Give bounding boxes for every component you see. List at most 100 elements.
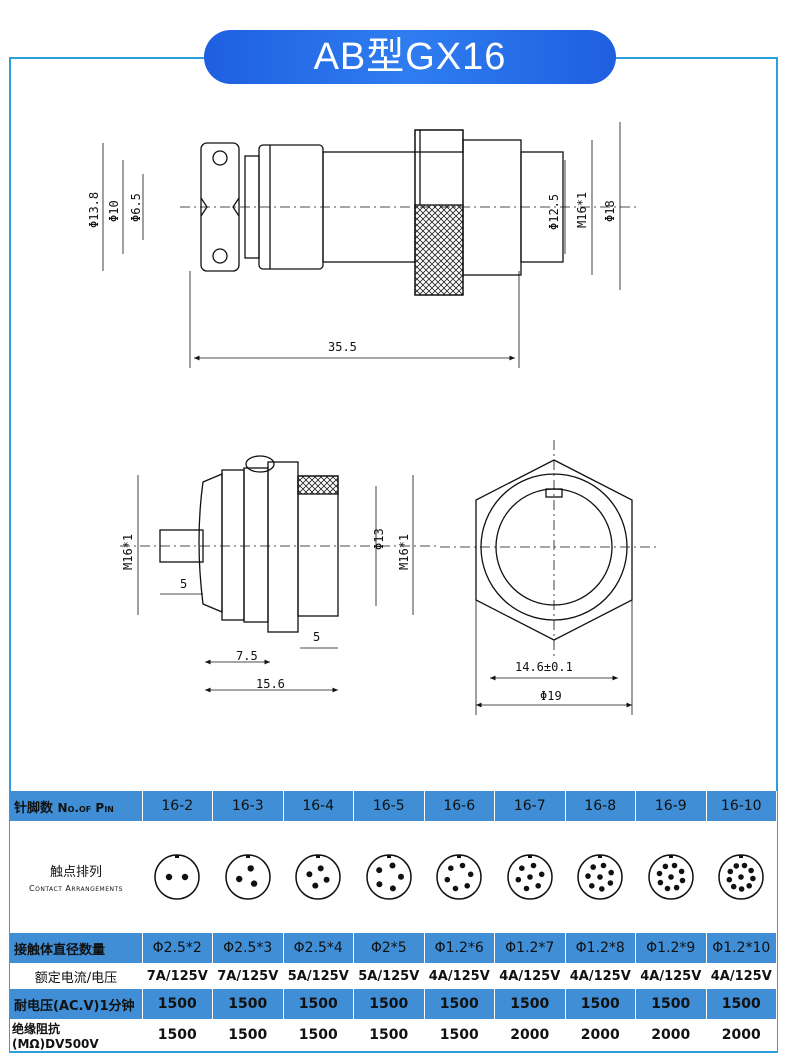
contact-diagram [142,821,213,933]
pin-arrangement-icon [577,854,623,900]
contact-pin [657,879,663,886]
contact-pin [464,883,471,889]
pin-model: 16-2 [142,791,213,821]
voltage-cell: 1500 [494,989,566,1019]
voltage-cell: 1500 [142,989,213,1019]
contact-pin [306,871,313,878]
pin-arrangement-icon [436,854,482,900]
contact-pin [664,885,671,892]
contact-pin [750,875,756,882]
contact-pin [585,873,592,879]
pin-arrangement-icon [507,854,553,900]
contact-pin [673,884,680,891]
contact-pin [671,862,678,869]
diameter-cell: Φ1.2*9 [635,933,707,963]
side-view-dims: M16*1 Φ13 M16*1 5 7.5 5 15.6 [121,528,411,691]
contact-pin [678,868,685,875]
voltage-cell: 1500 [353,989,425,1019]
top-view-dims: Φ13.8 Φ10 Φ6.5 Φ12.5 M16*1 Φ18 35.5 [87,192,617,354]
voltage-cell: 1500 [283,989,354,1019]
contact-diagram [494,821,565,933]
pin-arrangement-icon [295,854,341,900]
contact-pin [608,869,615,876]
rating-cell: 5A/125V [353,963,424,989]
contact-pin [738,874,745,880]
contact-pin [727,868,734,875]
dim-label: 15.6 [256,677,285,691]
contact-diagram [212,821,283,933]
insulation-cell: 1500 [142,1019,213,1051]
diameter-cell: Φ1.2*6 [424,933,495,963]
insulation-cell: 2000 [494,1019,565,1051]
contact-pin [518,865,525,871]
insulation-cell: 1500 [212,1019,283,1051]
insulation-cell: 2000 [635,1019,706,1051]
diameter-row: 接触体直径数量 Φ2.5*2 Φ2.5*3 Φ2.5*4 Φ2*5 Φ1.2*6… [10,933,777,963]
rating-cell: 5A/125V [283,963,354,989]
diameter-label: 接触体直径数量 [10,933,143,963]
withstand-voltage-row: 耐电压(AC.V)1分钟 1500 1500 1500 1500 1500 15… [10,989,777,1019]
insulation-cell: 2000 [706,1019,777,1051]
contact-pin [312,882,319,889]
rating-cell: 4A/125V [706,963,777,989]
contact-pin [389,885,396,892]
contact-pin [317,865,324,872]
dim-label: 7.5 [236,649,258,663]
top-view [102,122,640,368]
rating-cell: 7A/125V [142,963,213,989]
dim-label: M16*1 [575,192,589,228]
insulation-label: 绝缘阻抗(MΩ)DV500V [10,1019,142,1051]
dim-label: M16*1 [121,534,135,570]
contact-pin [166,873,173,881]
contact-pin [448,865,454,871]
pin-model: 16-3 [212,791,284,821]
dim-label: Φ13 [372,528,386,550]
contact-pin [656,870,663,877]
rating-label: 额定电流/电压 [10,963,142,989]
dim-label: Φ10 [107,200,121,222]
contact-pin [733,863,740,869]
technical-drawing: Φ13.8 Φ10 Φ6.5 Φ12.5 M16*1 Φ18 35.5 M16*… [87,122,660,715]
contact-pin [323,876,330,883]
page-title: AB型GX16 [204,30,616,84]
contact-diagram [565,821,636,933]
contact-pin [538,871,545,878]
pin-count-label: 针脚数 No.of Pin [10,791,143,821]
dim-label: 5 [313,630,320,644]
voltage-cell: 1500 [635,989,707,1019]
contact-pin [741,862,748,869]
rating-cell: 7A/125V [212,963,283,989]
pin-model: 16-10 [706,791,777,821]
front-view-dims: 14.6±0.1 Φ19 [515,660,573,703]
dim-label: Φ6.5 [129,193,143,222]
contact-pin [590,864,597,870]
contact-diagram [283,821,354,933]
contact-pin [589,883,595,889]
diameter-cell: Φ1.2*7 [494,933,566,963]
rating-cell: 4A/125V [635,963,706,989]
contact-pin [376,881,383,888]
contact-pin [452,885,459,892]
contact-pin [459,862,466,869]
voltage-cell: 1500 [424,989,495,1019]
contact-pin [375,867,382,874]
dim-label: 35.5 [328,340,357,354]
insulation-row: 绝缘阻抗(MΩ)DV500V 1500 1500 1500 1500 1500 … [10,1019,777,1051]
contact-diagram [424,821,495,933]
contact-pin [600,862,607,869]
dim-label: Φ12.5 [547,194,561,230]
contact-pin [247,865,254,872]
contact-pin [739,886,745,892]
diameter-cell: Φ2*5 [353,933,425,963]
dim-label: 14.6±0.1 [515,660,573,674]
contact-pin [530,862,537,869]
contact-pin [607,880,614,886]
dim-label: M16*1 [397,534,411,570]
rating-cell: 4A/125V [494,963,565,989]
dim-label: Φ18 [603,200,617,222]
rating-cell: 4A/125V [565,963,636,989]
pin-arrangement-icon [154,854,200,900]
dim-label: Φ13.8 [87,192,101,228]
diameter-cell: Φ2.5*3 [212,933,284,963]
insulation-cell: 2000 [565,1019,636,1051]
